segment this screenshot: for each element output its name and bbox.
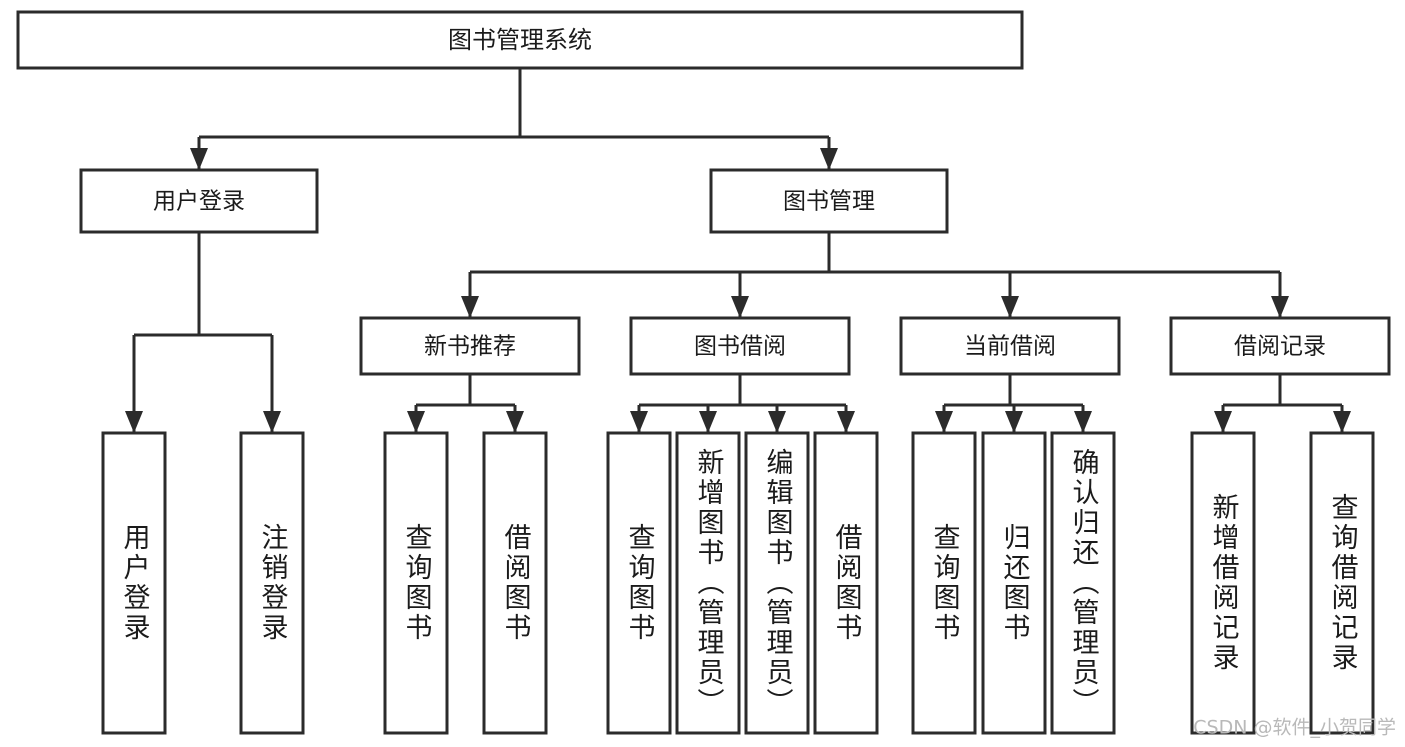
arrow-head-book-manage-to-book-borrow (731, 296, 749, 318)
node-box-leaf-return-book[interactable] (981, 431, 1047, 735)
node-box-leaf-add-book[interactable] (675, 431, 741, 735)
node-box-leaf-edit-book[interactable] (744, 431, 810, 735)
node-box-leaf-query-book-3[interactable] (911, 431, 977, 735)
node-box-root[interactable] (16, 10, 1024, 70)
node-label-borrow-record: 借阅记录 (1234, 334, 1326, 360)
node-label-book-manage: 图书管理 (783, 189, 875, 215)
node-box-book-borrow[interactable] (629, 316, 851, 376)
node-box-leaf-user-logout[interactable] (239, 431, 305, 735)
node-box-book-manage[interactable] (709, 168, 949, 234)
node-box-leaf-user-login[interactable] (101, 431, 167, 735)
node-label-user-login: 用户登录 (153, 189, 245, 215)
arrow-head-book-manage-to-current-borrow (1001, 296, 1019, 318)
node-box-user-login[interactable] (79, 168, 319, 234)
connector-layer (125, 68, 1351, 433)
arrow-head-book-manage-to-borrow-record (1271, 296, 1289, 318)
node-box-borrow-record[interactable] (1169, 316, 1391, 376)
arrow-head-current-borrow-to-leaf-query-book-3 (935, 411, 953, 433)
node-box-new-book-recommend[interactable] (359, 316, 581, 376)
node-box-leaf-confirm-return[interactable] (1050, 431, 1116, 735)
arrow-head-borrow-record-to-leaf-add-record (1214, 411, 1232, 433)
arrow-head-user-login-to-leaf-user-login (125, 411, 143, 433)
node-box-leaf-query-record[interactable] (1309, 431, 1375, 735)
arrow-head-book-borrow-to-leaf-borrow-book-2 (837, 411, 855, 433)
arrow-head-book-borrow-to-leaf-add-book (699, 411, 717, 433)
arrow-head-borrow-record-to-leaf-query-record (1333, 411, 1351, 433)
node-box-current-borrow[interactable] (899, 316, 1121, 376)
node-box-leaf-borrow-book-2[interactable] (813, 431, 879, 735)
node-box-leaf-query-book-1[interactable] (383, 431, 449, 735)
arrow-head-user-login-to-leaf-user-logout (263, 411, 281, 433)
arrow-head-root-to-book-manage (820, 148, 838, 170)
arrow-head-book-borrow-to-leaf-edit-book (768, 411, 786, 433)
node-box-leaf-borrow-book-1[interactable] (482, 431, 548, 735)
arrow-head-current-borrow-to-leaf-return-book (1005, 411, 1023, 433)
csdn-watermark: CSDN @软件_小贺同学 (1193, 717, 1396, 739)
node-label-new-book-recommend: 新书推荐 (424, 334, 516, 360)
arrow-head-book-borrow-to-leaf-query-book-2 (630, 411, 648, 433)
arrow-head-book-manage-to-new-book-recommend (461, 296, 479, 318)
node-label-book-borrow: 图书借阅 (694, 334, 786, 360)
node-box-leaf-query-book-2[interactable] (606, 431, 672, 735)
node-label-current-borrow: 当前借阅 (964, 334, 1056, 360)
node-box-leaf-add-record[interactable] (1190, 431, 1256, 735)
arrow-head-current-borrow-to-leaf-confirm-return (1074, 411, 1092, 433)
box-layer (16, 10, 1391, 735)
arrow-head-root-to-user-login (190, 148, 208, 170)
node-label-root: 图书管理系统 (448, 26, 592, 54)
arrow-head-new-book-recommend-to-leaf-query-book-1 (407, 411, 425, 433)
arrow-head-new-book-recommend-to-leaf-borrow-book-1 (506, 411, 524, 433)
